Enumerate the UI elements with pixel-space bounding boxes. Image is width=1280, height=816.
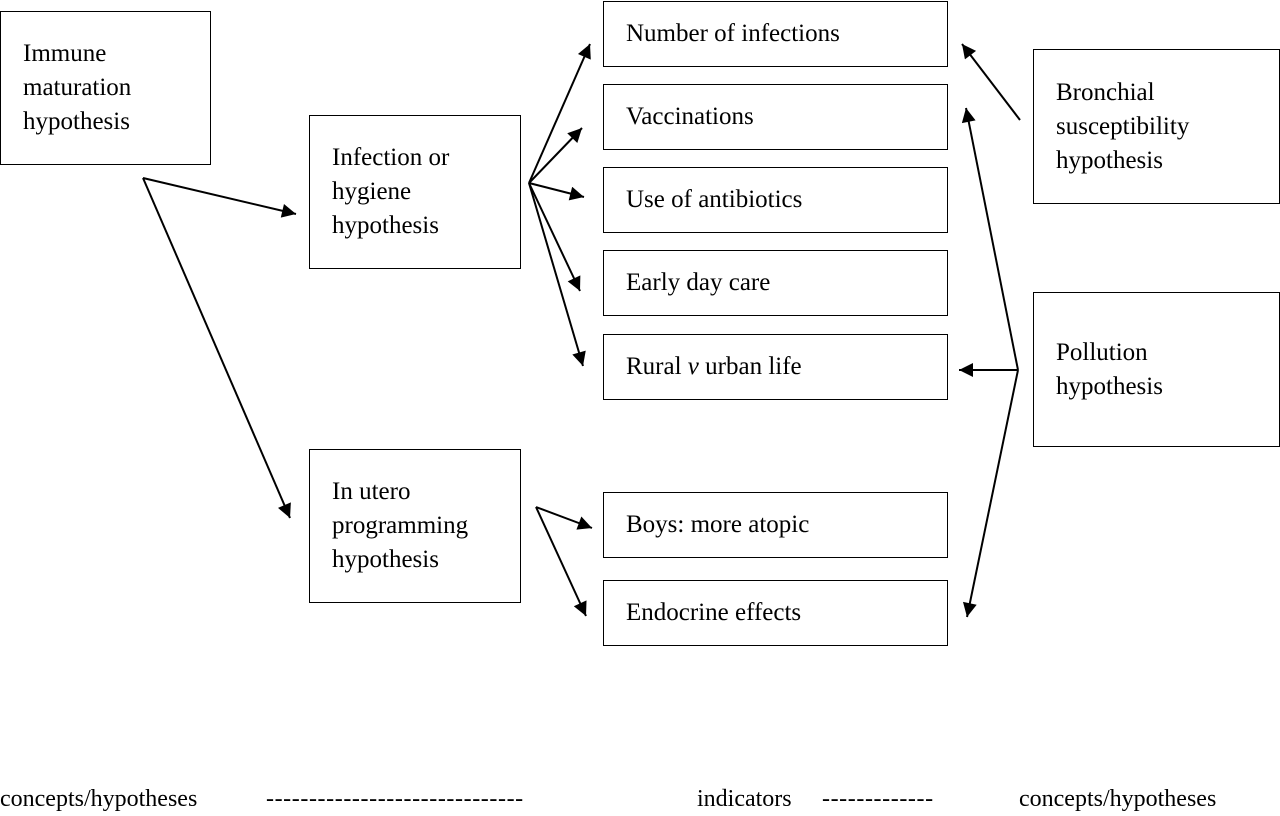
bronchial-susceptibility-box: Bronchial susceptibility hypothesis [1033,49,1280,204]
vaccinations-label: Vaccinations [626,103,754,130]
versus-word: v [687,353,699,380]
endocrine-effects-label: Endocrine effects [626,599,802,626]
rural-urban-box: Rural v urban life [603,334,948,400]
early-day-care-box: Early day care [603,250,948,316]
arrow-bronchial-to-infections [961,43,1021,121]
immune-maturation-line-2: maturation [23,74,132,101]
number-of-infections-box: Number of infections [603,1,948,67]
arrow-immune-to-hygiene [142,177,297,218]
footer-dashes-left: ------------------------------ [266,786,524,812]
arrow-in-utero-to-boys [535,506,593,530]
infection-hygiene-line-1: Infection or [332,144,450,171]
in-utero-box: In utero programming hypothesis [309,449,521,603]
antibiotics-label: Use of antibiotics [626,186,803,213]
pollution-box: Pollution hypothesis [1033,292,1280,447]
endocrine-effects-box: Endocrine effects [603,580,948,646]
vaccinations-box: Vaccinations [603,84,948,150]
rural-urban-label: Rural v urban life [626,350,802,384]
urban-life-word: urban life [705,353,802,380]
bronchial-line-3: hypothesis [1056,146,1163,174]
arrow-hygiene-to-day-care [528,182,581,292]
footer-left-label: concepts/hypotheses [0,786,198,812]
arrow-pollution-to-endocrine [962,369,1019,618]
footer-right-label: concepts/hypotheses [1019,786,1217,812]
arrow-hygiene-to-vaccinations [528,127,583,184]
antibiotics-box: Use of antibiotics [603,167,948,233]
in-utero-line-1: In utero [332,478,411,505]
arrow-immune-to-in-utero [142,177,291,519]
arrow-in-utero-to-endocrine [535,506,587,617]
pollution-line-2: hypothesis [1056,372,1163,400]
arrow-hygiene-to-antibiotics [528,182,585,201]
boys-atopic-label: Boys: more atopic [626,511,810,538]
infection-hygiene-box: Infection or hygiene hypothesis [309,115,521,269]
in-utero-line-3: hypothesis [332,546,439,573]
rural-word: Rural [626,353,682,380]
footer-dashes-right: ------------- [822,786,934,812]
number-of-infections-label: Number of infections [626,20,840,47]
footer-middle-label: indicators [697,786,792,812]
immune-maturation-box: Immune maturation hypothesis [0,11,211,165]
bronchial-line-1: Bronchial [1056,78,1155,106]
immune-maturation-line-3: hypothesis [23,108,130,135]
pollution-line-1: Pollution [1056,338,1148,366]
bronchial-line-2: susceptibility [1056,112,1190,140]
infection-hygiene-line-3: hypothesis [332,212,439,239]
boys-atopic-box: Boys: more atopic [603,492,948,558]
early-day-care-label: Early day care [626,269,771,296]
arrow-hygiene-to-rural-urban [528,182,586,367]
immune-maturation-line-1: Immune [23,40,107,67]
infection-hygiene-line-2: hygiene [332,178,412,205]
arrow-pollution-to-vaccinations [961,107,1019,371]
in-utero-line-2: programming [332,512,469,539]
arrow-hygiene-to-infections [528,43,591,184]
